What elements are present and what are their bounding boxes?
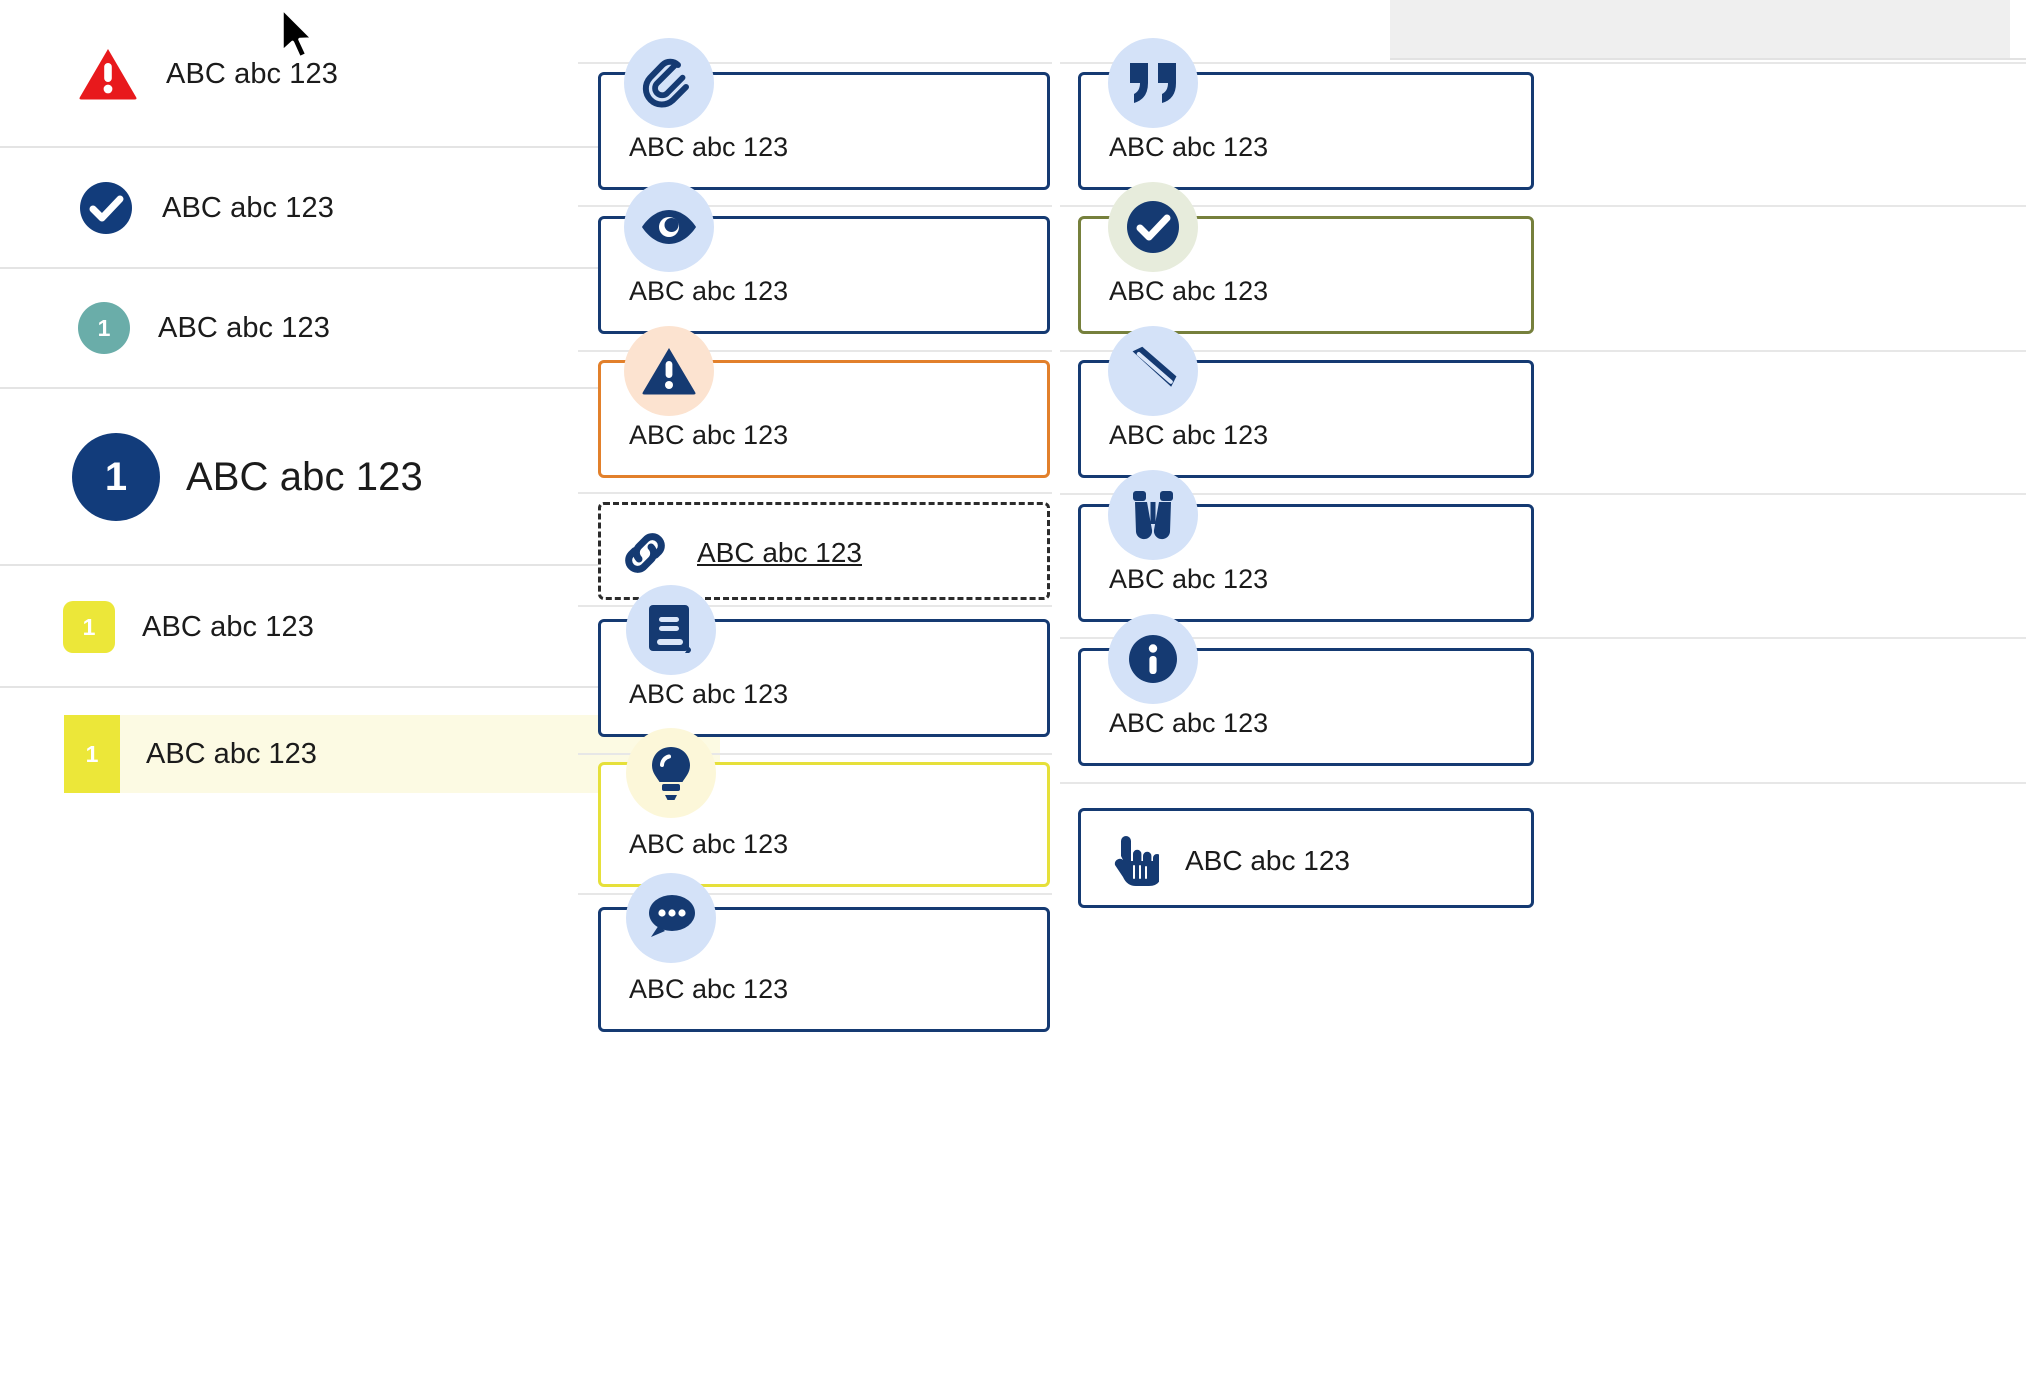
book-icon-bubble: [626, 585, 716, 675]
status-list: ABC abc 123 ABC abc 123 1 ABC abc 123: [0, 0, 760, 688]
list-separator: [0, 146, 750, 148]
card-separator: [1060, 782, 2026, 784]
list-separator: [0, 686, 750, 688]
info-circle-icon: [1129, 635, 1177, 683]
card-text: ABC abc 123: [629, 679, 789, 709]
list-item-label: ABC abc 123: [142, 610, 314, 643]
background-panel: [1390, 0, 2010, 60]
lightbulb-icon-bubble: [626, 728, 716, 818]
eye-icon-bubble: [624, 182, 714, 272]
callout-card-attachment[interactable]: ABC abc 123: [598, 72, 1050, 190]
list-separator: [0, 267, 750, 269]
list-item-label: ABC abc 123: [162, 191, 334, 224]
card-separator: [1060, 205, 2026, 207]
eye-icon: [642, 210, 696, 244]
card-separator: [1060, 350, 2026, 352]
chat-bubble-icon: [649, 895, 695, 937]
list-item[interactable]: 1 ABC abc 123: [0, 566, 760, 688]
pencil-icon-bubble: [1108, 326, 1198, 416]
paperclip-icon: [642, 58, 689, 108]
list-item-label: ABC abc 123: [158, 311, 330, 344]
list-item-label: ABC abc 123: [166, 57, 338, 90]
book-icon: [649, 605, 691, 653]
card-text: ABC abc 123: [629, 132, 789, 162]
card-separator: [578, 350, 1052, 352]
callout-card-action[interactable]: ABC abc 123: [1078, 808, 1534, 908]
list-separator: [0, 387, 750, 389]
warning-triangle-icon-bubble: [624, 326, 714, 416]
card-separator: [578, 492, 1052, 494]
card-separator: [1060, 493, 2026, 495]
info-circle-icon-bubble: [1108, 614, 1198, 704]
list-item-label: ABC abc 123: [146, 737, 317, 770]
check-circle-icon-bubble: [1108, 182, 1198, 272]
list-separator: [0, 564, 750, 566]
paperclip-icon-bubble: [624, 38, 714, 128]
card-text: ABC abc 123: [1109, 708, 1269, 738]
card-separator: [578, 893, 1052, 895]
link-row[interactable]: ABC abc 123: [619, 527, 862, 579]
quote-marks-icon: [1130, 63, 1176, 103]
list-item-featured[interactable]: 1 ABC abc 123: [0, 388, 760, 566]
alert-triangle-icon: [78, 47, 138, 101]
list-item-label: ABC abc 123: [186, 454, 423, 499]
callout-card-link[interactable]: ABC abc 123: [598, 502, 1050, 600]
badge-number: 1: [85, 740, 99, 767]
card-text: ABC abc 123: [629, 829, 789, 859]
warning-triangle-icon: [642, 348, 696, 395]
quote-marks-icon-bubble: [1108, 38, 1198, 128]
card-separator: [1060, 62, 2026, 64]
number-circle-icon: 1: [78, 302, 130, 354]
mouse-pointer-icon: [278, 6, 324, 71]
card-text: ABC abc 123: [1109, 132, 1269, 162]
card-text: ABC abc 123: [1185, 845, 1350, 876]
badge-number: 1: [78, 302, 130, 354]
card-link-text[interactable]: ABC abc 123: [697, 537, 862, 568]
number-marker-icon: 1: [64, 715, 120, 793]
link-chain-icon: [619, 527, 671, 579]
card-text: ABC abc 123: [629, 420, 789, 450]
card-text: ABC abc 123: [1109, 420, 1269, 450]
card-text: ABC abc 123: [1109, 564, 1269, 594]
background-panel-edge: [1390, 58, 2026, 60]
action-row[interactable]: ABC abc 123: [1107, 833, 1350, 889]
pencil-icon: [1132, 346, 1177, 387]
card-text: ABC abc 123: [629, 974, 789, 1004]
list-item[interactable]: 1 ABC abc 123: [0, 268, 760, 389]
card-separator: [578, 753, 1052, 755]
card-text: ABC abc 123: [629, 276, 789, 306]
chat-bubble-icon-bubble: [626, 873, 716, 963]
number-square-icon: 1: [63, 601, 115, 653]
lightbulb-icon: [652, 747, 690, 800]
check-circle-icon: [1127, 201, 1179, 253]
list-item[interactable]: ABC abc 123: [0, 0, 760, 148]
pointing-hand-icon: [1107, 833, 1159, 889]
number-circle-large-icon: 1: [72, 433, 160, 521]
card-separator: [578, 205, 1052, 207]
card-separator: [578, 62, 1052, 64]
binoculars-icon: [1133, 491, 1173, 540]
binoculars-icon-bubble: [1108, 470, 1198, 560]
badge-number: 1: [72, 433, 160, 521]
card-separator: [578, 605, 1052, 607]
badge-number: 1: [63, 601, 115, 653]
card-separator: [1060, 637, 2026, 639]
check-circle-icon: [78, 180, 134, 236]
list-item[interactable]: ABC abc 123: [0, 148, 760, 269]
card-text: ABC abc 123: [1109, 276, 1269, 306]
